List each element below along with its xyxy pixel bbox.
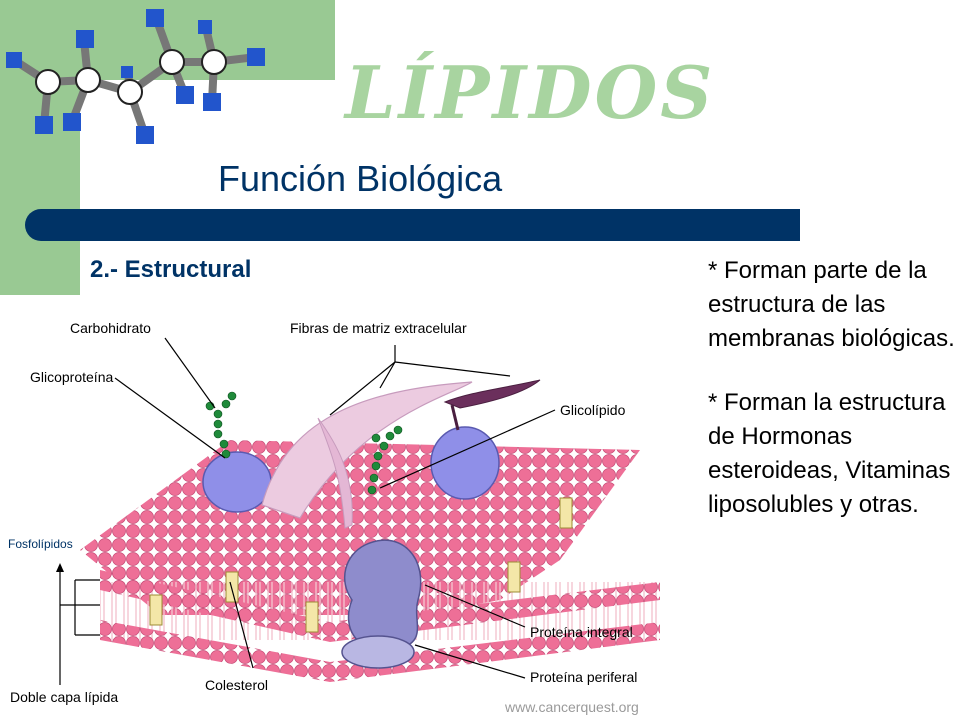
arrow-up-icon [56,563,64,572]
carbon-atoms [35,49,227,105]
membrane-bottom-layer [100,620,660,682]
label-proteina-periferal: Proteína periferal [530,669,637,685]
integral-protein-shape [343,539,422,652]
label-fibras: Fibras de matriz extracelular [290,320,467,336]
slide-title: LÍPIDOS [345,50,716,135]
bullet-membranes: * Forman parte de la estructura de las m… [708,257,955,352]
label-glicolipido: Glicolípido [560,402,626,418]
label-fosfolipidos: Fosfolípidos [8,537,73,551]
source-watermark: www.cancerquest.org [504,699,639,715]
bullet-text-block: * Forman parte de la estructura de las m… [708,254,958,522]
glycolipid-arm [443,379,541,409]
green-side-block [0,0,80,295]
bullet-hormones: * Forman la estructura de Hormonas ester… [708,389,951,518]
label-carbohidrato: Carbohidrato [70,320,151,336]
extracellular-fiber-1 [261,381,473,519]
carbohydrate-chains [205,391,403,495]
right-protein-shape [430,426,500,500]
label-colesterol: Colesterol [205,677,268,693]
cholesterol-molecules [149,497,573,633]
membrane-diagram: Carbohidrato Fibras de matriz extracelul… [8,320,660,715]
label-proteina-integral: Proteína integral [530,624,633,640]
section-heading: 2.- Estructural [90,256,252,283]
label-glicoproteina: Glicoproteína [30,369,113,385]
hydrogen-atoms [6,9,265,144]
extracellular-fiber-2 [317,417,353,529]
title-divider-bar [25,209,800,241]
pointer-lines [59,337,556,685]
glycoprotein-shape [202,451,272,513]
hydrocarbon-molecule-icon [6,9,265,144]
slide-subtitle: Función Biológica [218,158,503,199]
peripheral-protein-shape [341,635,415,669]
label-doble-capa: Doble capa lípida [10,689,118,705]
